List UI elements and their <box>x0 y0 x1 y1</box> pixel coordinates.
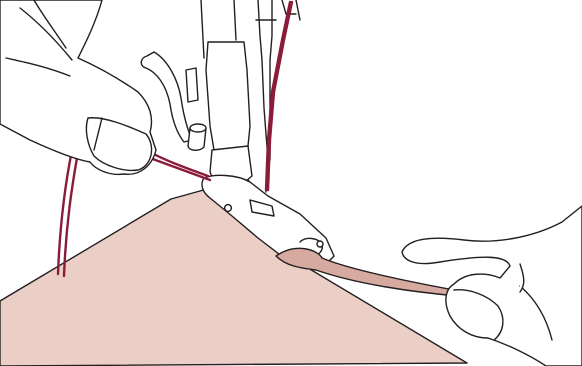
left-hand-icon <box>0 0 156 174</box>
